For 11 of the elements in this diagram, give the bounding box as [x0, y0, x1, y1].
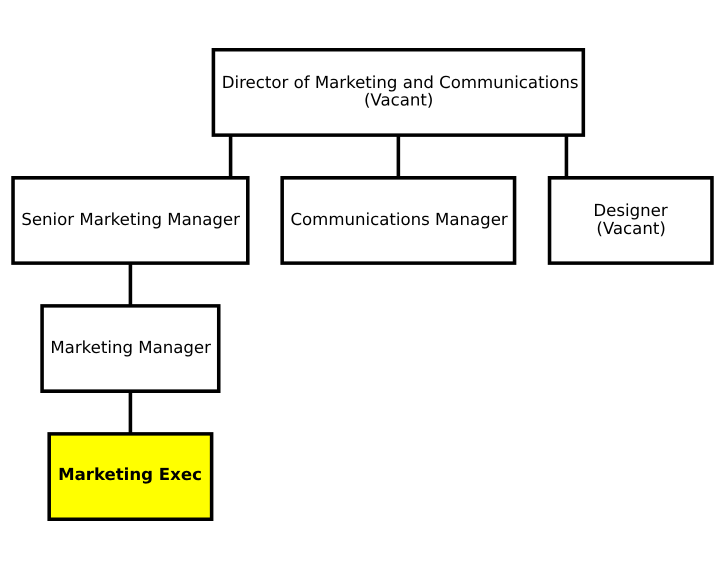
node-box: Designer (Vacant) [548, 176, 714, 265]
connector [228, 135, 232, 178]
node-box: Marketing Manager [40, 304, 221, 393]
node-box: Director of Marketing and Communications (Vacant) [212, 48, 586, 137]
node-box: Senior Marketing Manager [11, 176, 250, 265]
node-box: Communications Manager [280, 176, 516, 265]
connector [396, 135, 400, 178]
connector [564, 135, 568, 178]
node-box: Marketing Exec [47, 432, 214, 522]
connector [128, 263, 132, 306]
connector [128, 392, 132, 434]
